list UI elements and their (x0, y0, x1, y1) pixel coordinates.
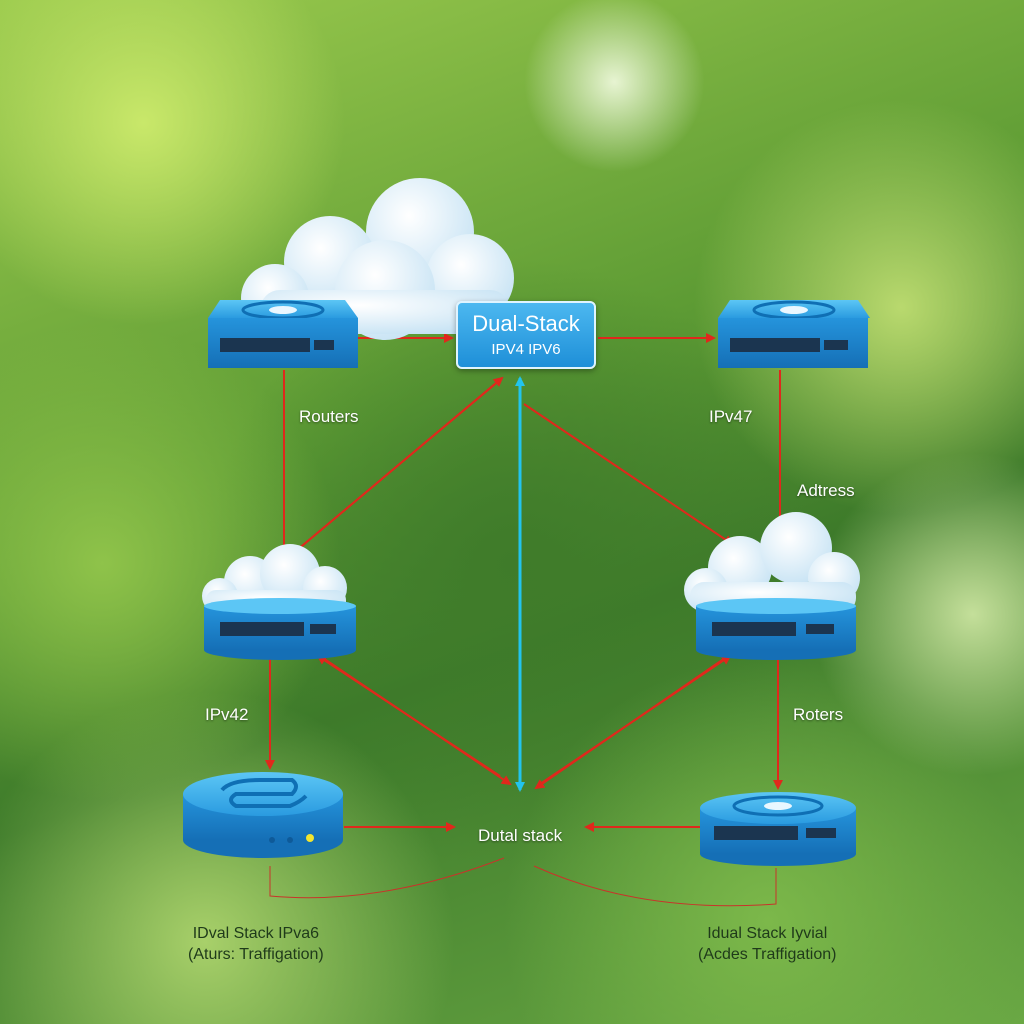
hub-subtitle: IPV4 IPV6 (491, 341, 561, 358)
router-icon (183, 772, 343, 858)
caption-right-line2: (Acdes Traffigation) (698, 946, 837, 963)
links (265, 333, 783, 907)
switch-icon (208, 300, 358, 368)
cloud-icon (684, 512, 860, 612)
link-left-router-curve (269, 857, 505, 899)
link-right-router-curve (533, 865, 777, 907)
switch-icon (718, 300, 870, 368)
caption-right: Idual Stack Iyvial (Acdes Traffigation) (698, 923, 836, 965)
hub-title: Dual-Stack (472, 311, 580, 336)
label-center-dual-stack: Dutal stack (478, 826, 563, 845)
switch-icon (696, 598, 856, 660)
caption-right-line1: Idual Stack Iyvial (707, 925, 828, 942)
label-roters: Roters (793, 705, 844, 724)
label-routers: Routers (299, 407, 359, 426)
switch-icon (700, 792, 856, 866)
link-center-to-left-mid (316, 654, 501, 777)
label-address: Adtress (797, 481, 855, 500)
cloud-icon (241, 178, 514, 340)
caption-left-line2: (Aturs: Traffigation) (188, 946, 324, 963)
label-ipv47: IPv47 (709, 407, 753, 426)
link-hub-diag-right (523, 403, 734, 546)
label-ipv42: IPv42 (205, 705, 249, 724)
link-hub-diag-left-back (289, 376, 504, 557)
caption-left-line1: IDval Stack IPva6 (192, 925, 320, 942)
caption-left: IDval Stack IPva6 (Aturs: Traffigation) (188, 923, 324, 965)
link-center-to-right-mid (539, 654, 732, 785)
dual-stack-hub: Dual-Stack IPV4 IPV6 (456, 301, 596, 369)
switch-icon (204, 598, 356, 660)
